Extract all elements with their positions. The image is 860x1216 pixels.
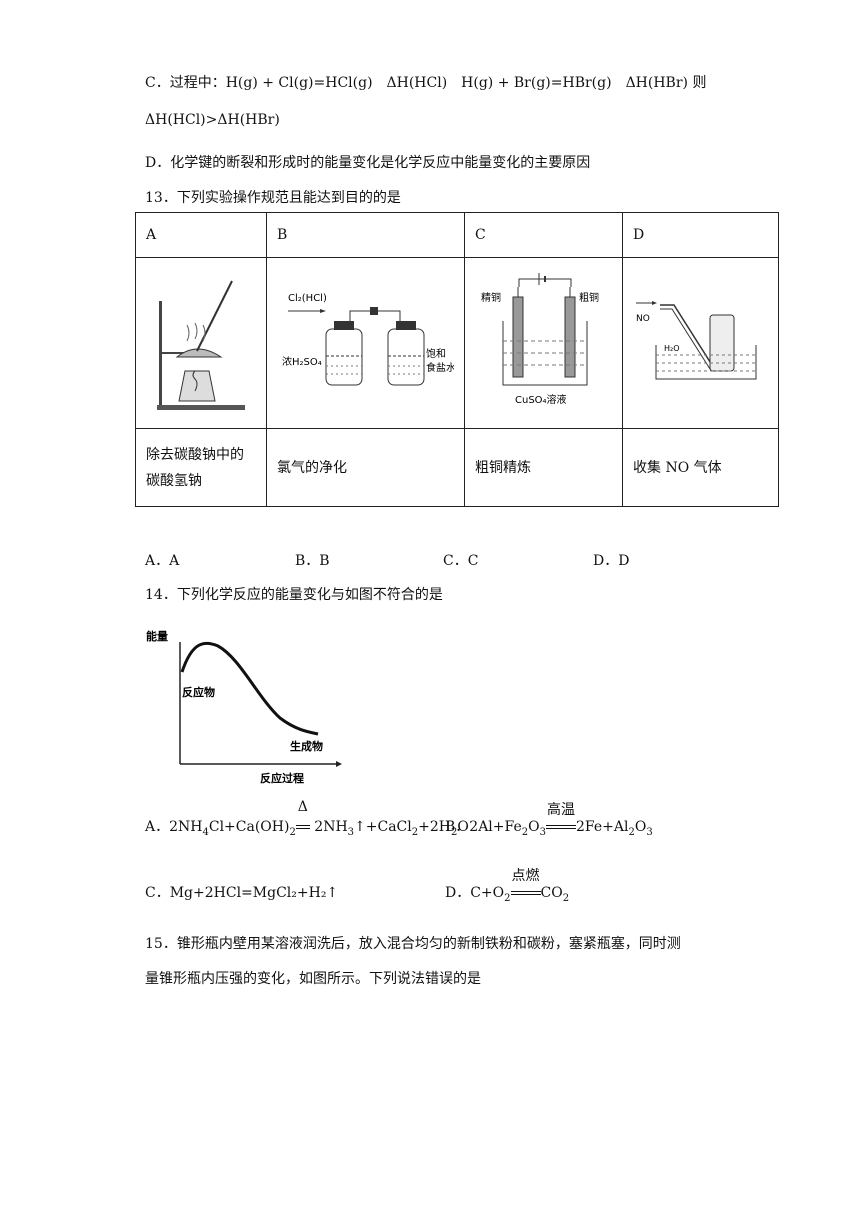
caption-d: 收集 NO 气体 xyxy=(622,428,779,507)
q12-option-d: D．化学键的断裂和形成时的能量变化是化学反应中能量变化的主要原因 xyxy=(145,155,591,171)
figure-c-electrolysis: 精铜 粗铜 CuSO₄溶液 xyxy=(464,257,623,429)
header-a: A xyxy=(135,212,267,258)
caption-c: 粗铜精炼 xyxy=(464,428,623,507)
fig-c-solution: CuSO₄溶液 xyxy=(515,393,567,406)
q12-option-c-line2: ΔH(HCl)>ΔH(HBr) xyxy=(145,112,280,128)
q14-option-c[interactable]: C．Mg+2HCl=MgCl₂+H₂↑ xyxy=(145,885,339,901)
caption-b: 氯气的净化 xyxy=(266,428,465,507)
fig-b-right-label-1: 饱和 xyxy=(426,348,446,360)
figure-d-gas-collection: NO H₂O xyxy=(622,257,779,429)
fig-c-right-label: 粗铜 xyxy=(579,292,599,304)
q14-stem: 14．下列化学反应的能量变化与如图不符合的是 xyxy=(145,587,443,603)
header-d: D xyxy=(622,212,779,258)
header-c: C xyxy=(464,212,623,258)
fig-d-gas: NO xyxy=(636,314,650,324)
q13-option-c[interactable]: C．C xyxy=(443,553,479,569)
q13-option-a[interactable]: A．A xyxy=(145,553,180,569)
fig-c-left-label: 精铜 xyxy=(481,291,501,304)
fig-b-left-label: 浓H₂SO₄ xyxy=(282,356,322,368)
q13-options: A．A B．B C．C D．D xyxy=(145,550,785,570)
chart-reactant: 反应物 xyxy=(182,685,215,699)
fig-b-right-label-2: 食盐水 xyxy=(426,361,454,374)
fig-d-water: H₂O xyxy=(664,344,680,353)
caption-a: 除去碳酸钠中的碳酸氢钠 xyxy=(135,428,267,507)
chart-product: 生成物 xyxy=(290,739,323,753)
q14-energy-diagram: 能量 反应物 生成物 反应过程 xyxy=(146,629,342,785)
figure-a-heating-apparatus xyxy=(135,257,267,429)
q13-stem: 13．下列实验操作规范且能达到目的的是 xyxy=(145,190,401,206)
q13-option-b[interactable]: B．B xyxy=(295,553,330,569)
chart-ylabel: 能量 xyxy=(146,629,168,643)
q13-table: A B C D Cl₂(HCl) xyxy=(135,212,779,507)
q15-line1: 15．锥形瓶内壁用某溶液润洗后，放入混合均匀的新制铁粉和碳粉，塞紧瓶塞，同时测 xyxy=(145,936,681,952)
q15-line2: 量锥形瓶内压强的变化，如图所示。下列说法错误的是 xyxy=(145,971,481,987)
figure-b-gas-washing: Cl₂(HCl) 浓H₂SO₄ 饱和 食盐水 xyxy=(266,257,465,429)
header-b: B xyxy=(266,212,465,258)
q13-option-d[interactable]: D．D xyxy=(593,553,630,569)
fig-b-gas: Cl₂(HCl) xyxy=(288,293,327,304)
chart-xlabel: 反应过程 xyxy=(260,771,304,785)
q12-option-c-line1: C．过程中：H(g) + Cl(g)=HCl(g) ΔH(HCl) H(g) +… xyxy=(145,75,707,91)
